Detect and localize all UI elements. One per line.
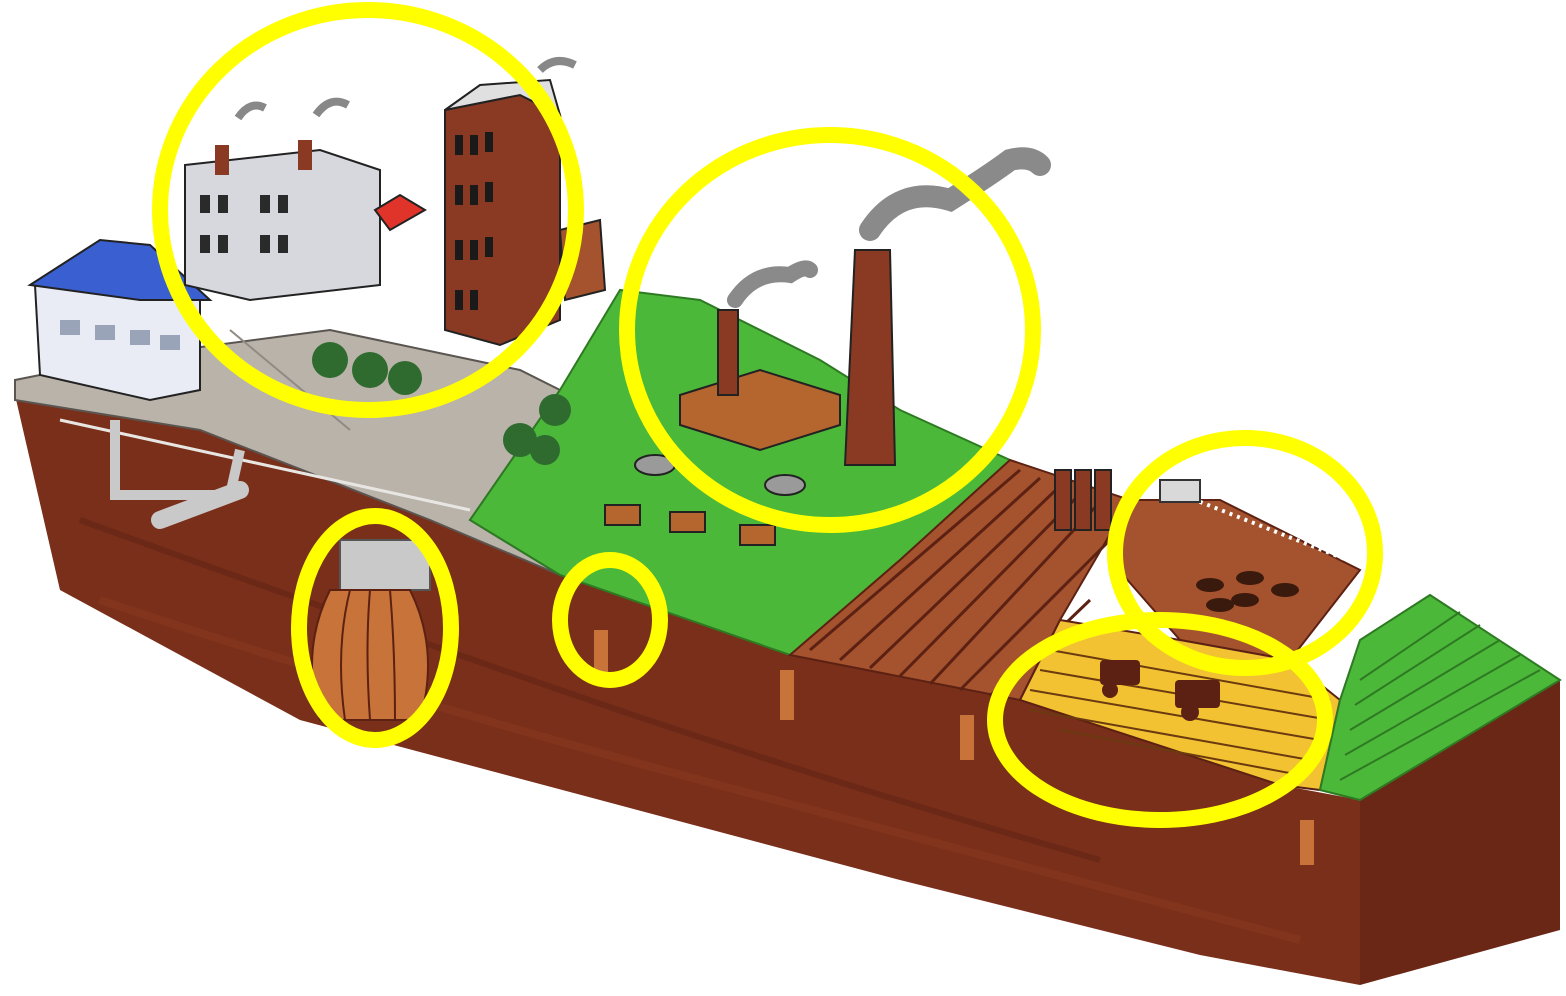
farm-silos — [1055, 470, 1111, 530]
sewage-outfall-plume — [312, 590, 428, 720]
white-house — [30, 240, 210, 400]
grey-office-buildings — [185, 102, 425, 300]
